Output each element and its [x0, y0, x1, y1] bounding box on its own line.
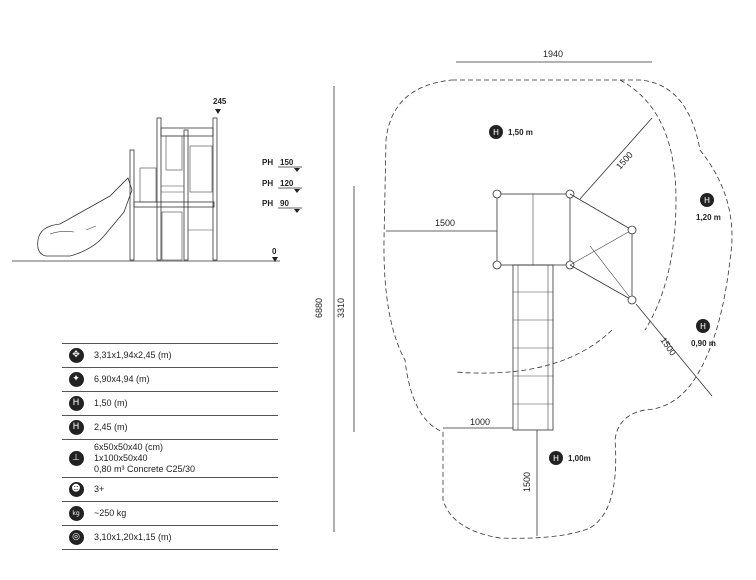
svg-text:1,20 m: 1,20 m: [696, 213, 721, 222]
spec-safety-area-value: 6,90x4,94 (m): [94, 374, 150, 384]
platform-height-90: PH 90: [262, 199, 302, 213]
slide-profile: [37, 177, 133, 257]
spec-row-age: ☻ 3+: [62, 478, 278, 502]
side-elevation: 245 0 PH 150 PH 120 PH 90: [12, 97, 302, 262]
packaging-icon: ◎: [68, 530, 84, 545]
fall-height-icon: H: [493, 128, 499, 137]
spec-max-height-value: 2,45 (m): [94, 422, 128, 432]
diagonal-upper-label: 1500: [614, 150, 635, 172]
spec-dimensions-value: 3,31x1,94x2,45 (m): [94, 350, 172, 360]
fall-height-icon: H: [704, 196, 710, 205]
left-clearance-label: 1500: [435, 218, 455, 228]
spec-row-packaging: ◎ 3,10x1,20x1,15 (m): [62, 526, 278, 550]
spec-row-fall-height: H 1,50 (m): [62, 392, 278, 416]
safety-area-icon: ✦: [68, 372, 84, 387]
fall-height-marker: H 1,00m: [549, 451, 591, 465]
svg-text:PH: PH: [262, 199, 273, 208]
platform-height-120: PH 120: [262, 179, 302, 193]
spec-table: ✥ 3,31x1,94x2,45 (m) ✦ 6,90x4,94 (m) H 1…: [62, 343, 278, 550]
spec-row-max-height: H 2,45 (m): [62, 416, 278, 440]
fall-height-icon: H: [68, 396, 84, 411]
climbing-frame: [569, 193, 637, 305]
svg-text:1,00m: 1,00m: [568, 454, 591, 463]
plan-view: 6880 3310 1940: [314, 49, 733, 539]
post: [129, 149, 135, 261]
weight-icon: kg: [68, 506, 84, 521]
slide-plan: [512, 264, 554, 431]
dimensions-icon: ✥: [68, 348, 84, 363]
post: [183, 129, 189, 261]
spec-foundation-value: 6x50x50x40 (cm) 1x100x50x40 0,80 m³ Conc…: [94, 442, 196, 474]
spec-row-weight: kg ~250 kg: [62, 502, 278, 526]
diagonal-upper-dimension: [579, 117, 653, 200]
top-beam: [160, 127, 214, 137]
diagonal-lower-label: 1500: [658, 335, 678, 357]
top-width-label: 1940: [543, 49, 563, 59]
post: [156, 117, 162, 261]
post: [212, 117, 218, 261]
fall-height-marker: H 1,20 m: [696, 193, 721, 222]
spec-age-value: 3+: [94, 484, 105, 494]
svg-text:1,50 m: 1,50 m: [508, 128, 533, 137]
upper-depth-label: 3310: [336, 298, 346, 318]
spec-row-safety-area: ✦ 6,90x4,94 (m): [62, 368, 278, 392]
fall-height-marker: H 0,90 m: [691, 319, 716, 348]
diagonal-lower-dimension: [635, 303, 713, 397]
spec-weight-value: ~250 kg: [94, 508, 127, 518]
slide-bottom-label: 1500: [522, 472, 532, 492]
fall-height-icon: H: [700, 322, 706, 331]
spec-row-dimensions: ✥ 3,31x1,94x2,45 (m): [62, 343, 278, 368]
fall-height-icon: H: [553, 454, 559, 463]
spec-row-foundation: ⊥ 6x50x50x40 (cm) 1x100x50x40 0,80 m³ Co…: [62, 440, 278, 478]
spec-fall-height-value: 1,50 (m): [94, 398, 128, 408]
svg-text:PH: PH: [262, 179, 273, 188]
total-depth-label: 6880: [314, 298, 324, 318]
svg-text:150: 150: [280, 158, 294, 167]
svg-text:0,90 m: 0,90 m: [691, 339, 716, 348]
fall-height-marker: H 1,50 m: [489, 125, 533, 139]
safety-zone-outline: [383, 79, 733, 539]
slide-left-label: 1000: [470, 417, 490, 427]
top-height-label: 245: [213, 97, 227, 106]
svg-text:120: 120: [280, 179, 294, 188]
svg-text:90: 90: [280, 199, 289, 208]
platform-height-150: PH 150: [262, 158, 302, 172]
max-height-icon: H: [68, 420, 84, 435]
platform-plan: [496, 193, 571, 266]
platform: [133, 201, 215, 208]
foundation-icon: ⊥: [68, 451, 84, 466]
svg-text:PH: PH: [262, 158, 273, 167]
ground-level-label: 0: [272, 247, 277, 256]
spec-packaging-value: 3,10x1,20x1,15 (m): [94, 532, 172, 542]
age-icon: ☻: [68, 482, 84, 497]
